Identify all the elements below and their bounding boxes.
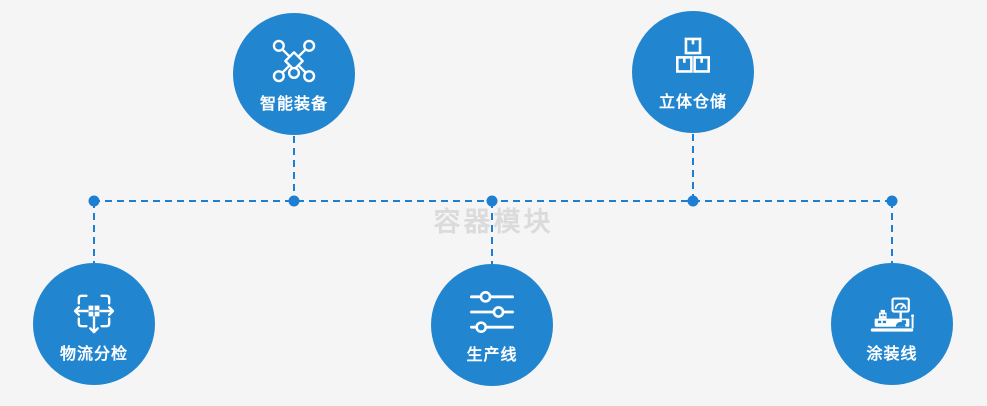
node-logistics-sorting: 物流分检 [33,263,155,385]
sliders-icon [470,290,514,334]
node-label: 智能装备 [259,96,328,113]
node-label: 涂装线 [866,346,918,363]
sorting-arrows-icon [73,294,115,334]
junction-dot [288,195,300,207]
node-painting-line: 涂装线 [831,263,953,385]
stacked-boxes-icon [675,37,711,73]
junction-dot [88,195,100,207]
junction-dot [687,195,699,207]
node-production-line: 生产线 [431,264,553,386]
junction-dot [486,195,498,207]
node-stereo-warehouse: 立体仓储 [632,11,754,133]
node-label: 物流分检 [59,346,128,363]
node-label: 立体仓储 [658,94,727,111]
node-label: 生产线 [466,347,518,364]
control-station-icon [870,297,915,332]
network-nodes-icon [272,39,316,83]
node-smart-equipment: 智能装备 [233,13,355,135]
junction-dot [886,195,898,207]
